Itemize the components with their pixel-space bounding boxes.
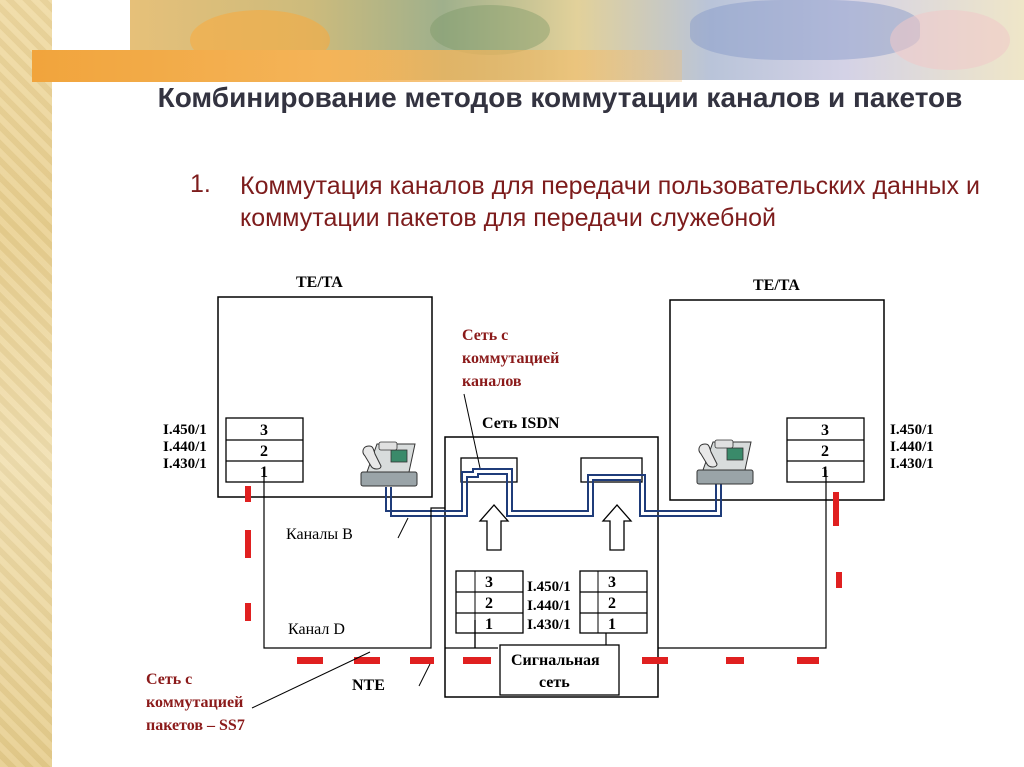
svg-text:I.440/1: I.440/1 [163,439,207,455]
left-stack-level-3: 3 [260,422,268,439]
left-stack-level-2: 2 [260,443,268,460]
svg-text:каналов: каналов [462,373,522,390]
svg-text:коммутацией: коммутацией [146,694,243,711]
isdn-left-stack: 3 2 1 [455,570,524,634]
svg-text:Сеть с: Сеть с [146,671,192,688]
left-protocol-labels: I.450/1 I.440/1 I.430/1 [163,422,207,472]
right-stack-level-2: 2 [821,443,829,460]
svg-text:Сеть с: Сеть с [462,327,508,344]
packet-switched-path [245,486,842,664]
telephone-icon [360,441,418,487]
nte-pointer [418,663,431,687]
isdn-right-stack: 3 2 1 [579,570,648,634]
isdn-protocol-labels: I.450/1 I.440/1 I.430/1 [527,579,571,633]
signal-network-line-1: Сигнальная [511,652,600,669]
bullet-number: 1. [190,170,211,198]
decorative-top-banner [130,0,1024,80]
isdn-right-level-2: 2 [608,595,616,612]
telephone-icon [696,439,754,485]
svg-text:I.440/1: I.440/1 [527,598,571,614]
right-terminal-box [669,299,885,501]
right-protocol-labels: I.450/1 I.440/1 I.430/1 [890,422,934,472]
svg-text:I.450/1: I.450/1 [527,579,571,595]
svg-text:коммутацией: коммутацией [462,350,559,367]
circuit-network-annotation: Сеть с коммутацией каналов [462,327,559,469]
right-stack-level-1: 1 [821,464,829,481]
slide-title: Комбинирование методов коммутации канало… [157,82,963,113]
isdn-label: Сеть ISDN [482,415,560,432]
right-terminal-label: TE/TA [753,277,800,294]
signal-network-line-2: сеть [539,674,570,691]
svg-text:I.440/1: I.440/1 [890,439,934,455]
decorative-orange-strip [32,50,682,82]
isdn-network-box [444,436,659,698]
left-up-arrow [478,504,510,551]
svg-text:I.430/1: I.430/1 [527,617,571,633]
isdn-left-level-1: 1 [485,616,493,633]
svg-text:I.450/1: I.450/1 [890,422,934,438]
isdn-right-level-3: 3 [608,574,616,591]
right-switch-box [580,457,643,483]
right-stack-level-3: 3 [821,422,829,439]
signal-network-box [499,644,620,696]
isdn-left-level-3: 3 [485,574,493,591]
right-up-arrow [601,504,633,551]
bullet-text: Коммутация каналов для передачи пользова… [240,172,980,232]
svg-text:I.450/1: I.450/1 [163,422,207,438]
nte-label: NTE [352,677,385,694]
circuit-switched-path [385,468,722,517]
isdn-left-level-2: 2 [485,595,493,612]
left-terminal-box [217,296,433,498]
channels-b-pointer [397,517,409,539]
left-switch-box [460,457,518,483]
channel-d-label: Канал D [288,621,345,638]
packet-network-annotation: Сеть с коммутацией пакетов – SS7 [146,651,371,734]
left-terminal-label: TE/TA [296,274,343,291]
decorative-left-band [0,0,52,767]
isdn-right-level-1: 1 [608,616,616,633]
svg-text:I.430/1: I.430/1 [890,456,934,472]
channels-b-label: Каналы В [286,526,353,543]
svg-text:I.430/1: I.430/1 [163,456,207,472]
svg-text:пакетов – SS7: пакетов – SS7 [146,717,245,734]
